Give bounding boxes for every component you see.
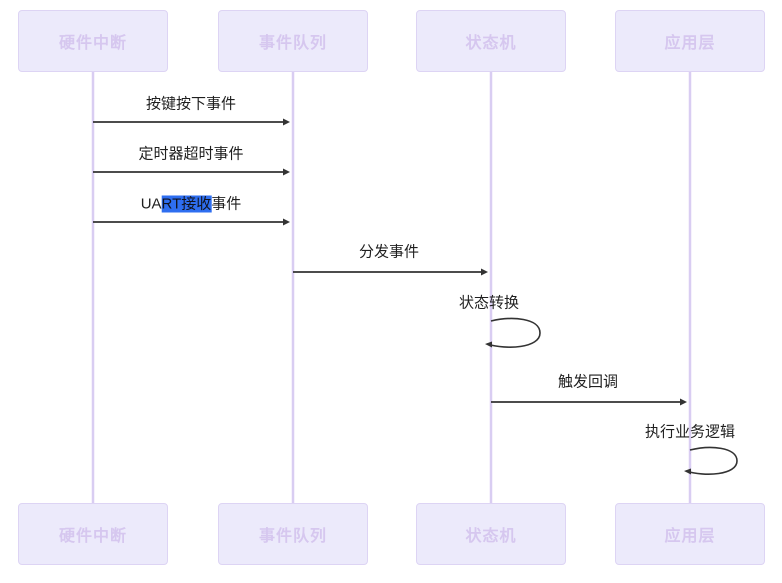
message-label-keypress: 按键按下事件 [145, 95, 237, 113]
actor-label: 应用层 [664, 35, 716, 52]
actor-label: 硬件中断 [58, 528, 127, 545]
arrowhead-callback [680, 398, 687, 406]
actor-label: 事件队列 [258, 35, 327, 52]
message-label-uart-selected-text: RT接收 [161, 195, 212, 213]
actor-top-event-queue: 事件队列 [218, 10, 368, 72]
message-label-business-logic: 执行业务逻辑 [644, 423, 736, 441]
arrowhead-state-transition [485, 341, 492, 348]
actor-top-state-machine: 状态机 [416, 10, 566, 72]
arrowhead-dispatch [481, 268, 488, 276]
actor-top-app-layer: 应用层 [615, 10, 765, 72]
actor-bottom-state-machine: 状态机 [416, 503, 566, 565]
actor-top-hardware-interrupt: 硬件中断 [18, 10, 168, 72]
actor-label: 硬件中断 [58, 35, 127, 52]
message-label-dispatch: 分发事件 [358, 243, 420, 261]
self-loop-state-transition [486, 317, 541, 348]
arrowhead-uart [283, 218, 290, 226]
actor-bottom-event-queue: 事件队列 [218, 503, 368, 565]
message-label-uart-prefix: UA [140, 195, 162, 213]
actor-label: 事件队列 [258, 528, 327, 545]
message-label-callback: 触发回调 [557, 373, 619, 391]
arrowhead-timer [283, 168, 290, 176]
message-label-state-transition: 状态转换 [458, 294, 520, 312]
actor-bottom-hardware-interrupt: 硬件中断 [18, 503, 168, 565]
message-label-uart: UART接收事件 [140, 193, 242, 214]
arrowhead-keypress [283, 118, 290, 126]
arrowhead-business-logic [684, 468, 691, 475]
actor-label: 状态机 [465, 528, 517, 545]
self-loop-business-logic [685, 446, 738, 475]
message-label-timer: 定时器超时事件 [138, 145, 244, 163]
actor-bottom-app-layer: 应用层 [615, 503, 765, 565]
actor-label: 应用层 [664, 528, 716, 545]
message-label-uart-suffix: 事件 [211, 195, 242, 213]
actor-label: 状态机 [465, 35, 517, 52]
